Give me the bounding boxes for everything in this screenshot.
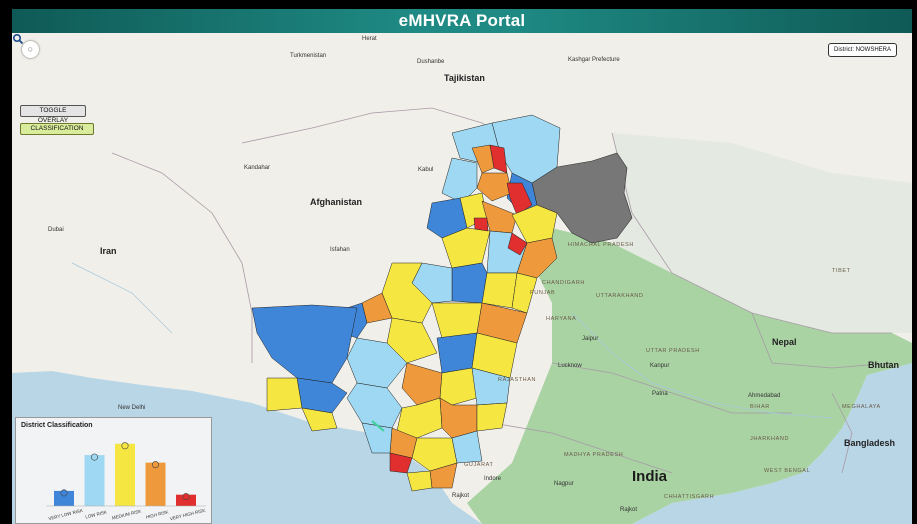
search-icon[interactable] bbox=[12, 33, 24, 45]
classification-button[interactable]: CLASSIFICATION bbox=[20, 123, 94, 135]
map-label-himachal: HIMACHAL PRADESH bbox=[568, 242, 634, 248]
district bbox=[507, 232, 528, 256]
map-label-tibet: TIBET bbox=[832, 268, 851, 274]
map-label-kanpur: Patna bbox=[652, 391, 668, 397]
map-label-rajkot: Rajkot bbox=[452, 493, 470, 499]
chart-tick-label: HIGH RISK bbox=[145, 509, 169, 519]
chart-bar bbox=[54, 490, 74, 506]
chart-bar-marker bbox=[121, 442, 129, 450]
district bbox=[516, 237, 558, 279]
district bbox=[301, 407, 338, 432]
chart-bar bbox=[115, 443, 135, 506]
district bbox=[266, 377, 303, 412]
chart-bar bbox=[176, 494, 196, 506]
map-label-gujarat: GUJARAT bbox=[464, 462, 494, 468]
district bbox=[386, 317, 438, 364]
map-view[interactable]: Herat Dushanbe Tajikistan Kashgar Prefec… bbox=[12, 33, 912, 524]
district bbox=[436, 332, 478, 374]
map-label-haryana: HARYANA bbox=[546, 316, 577, 322]
map-label-afghanistan: Afghanistan bbox=[310, 197, 363, 207]
chart-bar-marker bbox=[91, 453, 99, 461]
map-label-patna: Ahmedabad bbox=[748, 393, 781, 399]
map-label-uttarakhand: UTTARAKHAND bbox=[596, 293, 644, 299]
chart-tick-label: MEDIUM RISK bbox=[111, 508, 141, 520]
map-label-turkmenistan: Turkmenistan bbox=[290, 53, 327, 59]
district bbox=[441, 157, 478, 204]
green-lowlands bbox=[467, 223, 912, 524]
map-label-jharkhand: JHARKHAND bbox=[750, 436, 790, 442]
map-label-dushanbe: Dushanbe bbox=[417, 59, 445, 65]
chart-tick-label: VERY LOW RISK bbox=[48, 508, 84, 521]
map-label-bangladesh: Bangladesh bbox=[844, 438, 896, 448]
map-label-chandigarh: CHANDIGARH bbox=[542, 280, 585, 286]
gulf-water bbox=[12, 371, 192, 428]
chart-bar-marker bbox=[152, 461, 160, 469]
map-label-isfahan: Dubai bbox=[48, 227, 64, 233]
locate-button[interactable]: ○ bbox=[22, 41, 39, 58]
map-label-nepal: Nepal bbox=[772, 337, 797, 347]
district bbox=[511, 204, 558, 244]
locate-icon: ○ bbox=[27, 44, 34, 54]
portal-title-bar: eMHVRA Portal bbox=[12, 9, 912, 33]
district bbox=[451, 430, 483, 464]
map-label-dubai: New Delhi bbox=[118, 405, 146, 411]
map-label-india: India bbox=[632, 468, 668, 485]
map-label-new-delhi: Jaipur bbox=[582, 336, 599, 342]
chart-bar-marker bbox=[60, 489, 68, 497]
district bbox=[473, 217, 489, 232]
map-label-rajasthan: RAJASTHAN bbox=[498, 377, 537, 383]
map-label-ahmedabad: Indore bbox=[484, 476, 502, 482]
portal-title: eMHVRA Portal bbox=[398, 11, 526, 30]
map-label-jaipur: Lucknow bbox=[558, 363, 582, 369]
chart-bar-marker bbox=[182, 493, 190, 501]
pakistan-districts bbox=[251, 114, 561, 492]
map-label-lucknow: Kanpur bbox=[650, 363, 670, 369]
map-label-iran: Iran bbox=[100, 246, 117, 256]
district bbox=[439, 367, 478, 406]
chart-tick-label: VERY HIGH RISK bbox=[169, 508, 205, 522]
district bbox=[476, 172, 513, 202]
map-label-kandahar: Isfahan bbox=[330, 247, 350, 253]
district bbox=[476, 402, 508, 432]
map-label-madhya-pradesh: MADHYA PRADESH bbox=[564, 452, 624, 458]
map-label-samarkand: Herat bbox=[362, 36, 377, 42]
map-canvas[interactable] bbox=[12, 33, 912, 524]
plateau bbox=[612, 133, 912, 333]
map-label-kabul: Kabul bbox=[418, 167, 434, 173]
chart-title: District Classification bbox=[21, 422, 93, 429]
coastline bbox=[371, 420, 385, 432]
map-label-uttar-pradesh: UTTAR PRADESH bbox=[646, 348, 700, 354]
district bbox=[361, 422, 393, 454]
district bbox=[481, 272, 518, 309]
map-label-kashgar: Kashgar Prefecture bbox=[568, 57, 620, 63]
district-badge: District: NOWSHERA bbox=[828, 43, 897, 57]
district bbox=[441, 227, 491, 269]
toggle-overlay-button[interactable]: TOGGLE OVERLAY bbox=[20, 105, 86, 124]
map-label-tajikistan: Tajikistan bbox=[444, 73, 485, 83]
map-label-indore: Nagpur bbox=[554, 481, 574, 487]
map-label-punjab: PUNJAB bbox=[530, 290, 556, 296]
map-label-meghalaya: MEGHALAYA bbox=[842, 404, 881, 410]
map-label-west-bengal: WEST BENGAL bbox=[764, 468, 811, 474]
map-label-bhutan: Bhutan bbox=[868, 360, 899, 370]
chart-tick-label: LOW RISK bbox=[85, 509, 108, 519]
district bbox=[451, 262, 488, 304]
map-label-bihar: BIHAR bbox=[750, 404, 770, 410]
map-label-herat: Kandahar bbox=[244, 165, 271, 171]
chart-bar bbox=[145, 462, 166, 506]
map-label-nagpur: Rajkot bbox=[620, 507, 638, 513]
map-label-chhattisgarh: CHHATTISGARH bbox=[664, 494, 715, 500]
rivers bbox=[71, 262, 833, 419]
chart-bar bbox=[84, 455, 105, 506]
district bbox=[406, 470, 433, 492]
